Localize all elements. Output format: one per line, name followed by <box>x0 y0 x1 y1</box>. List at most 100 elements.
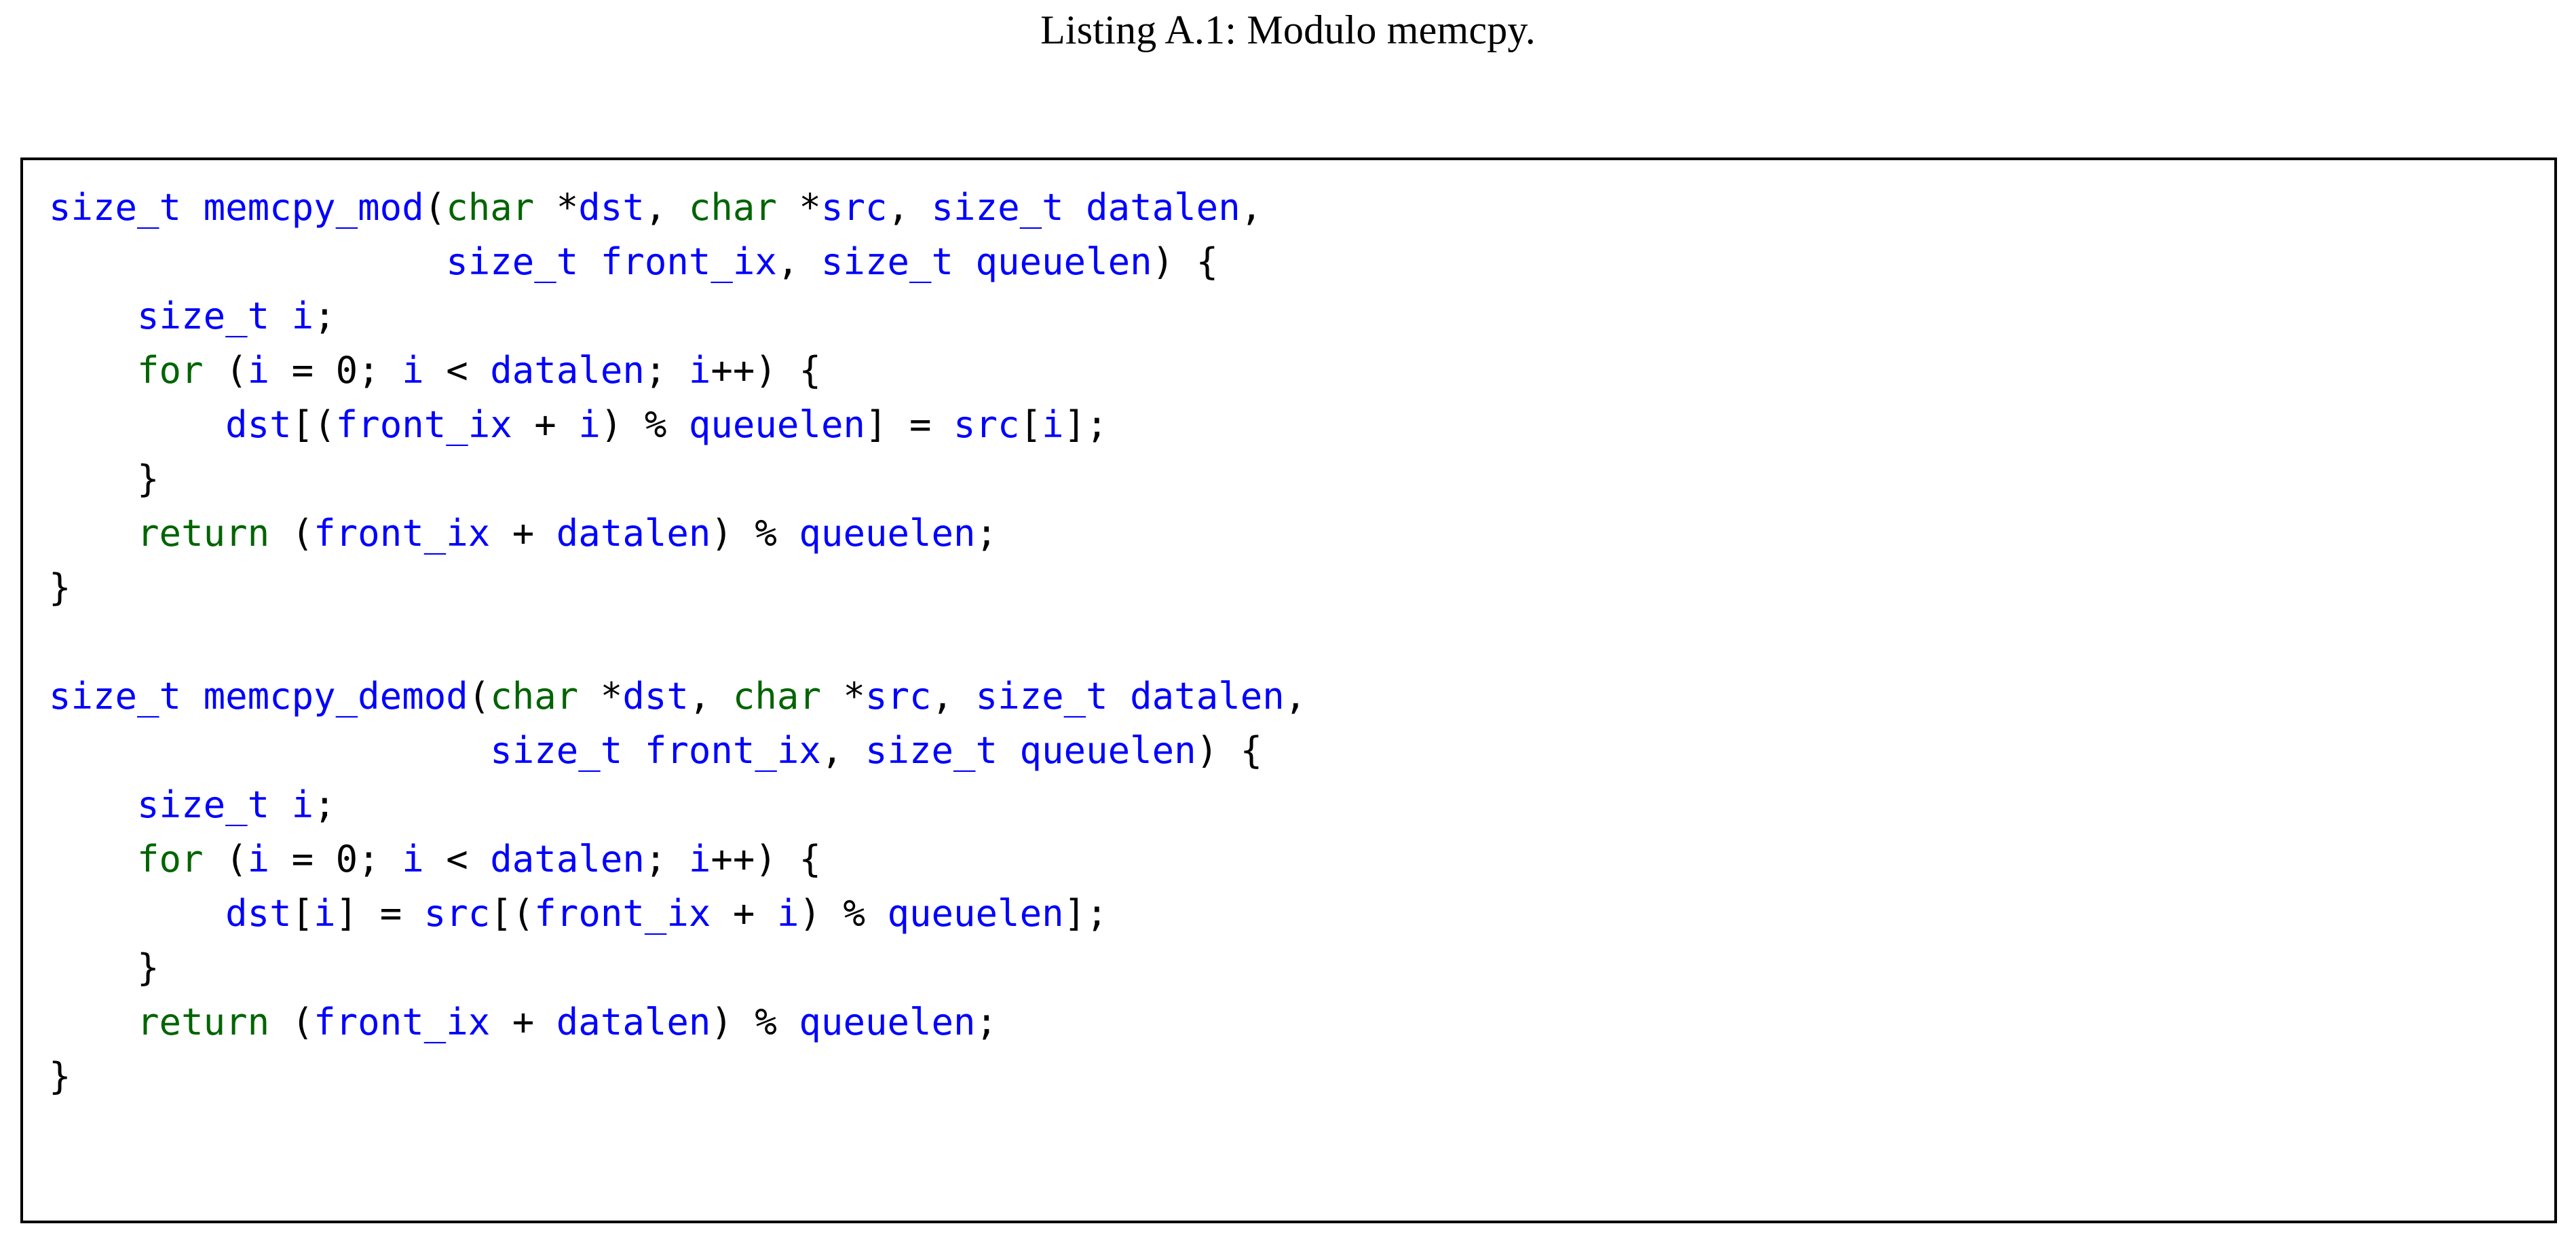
code-token: + <box>490 512 556 555</box>
code-token: i <box>776 892 799 935</box>
code-token: } <box>49 946 159 989</box>
code-line: for (i = 0; i < datalen; i++) { <box>49 343 2554 398</box>
code-token: i <box>688 838 711 880</box>
code-token: ]; <box>1063 403 1108 446</box>
code-token: } <box>49 566 71 609</box>
code-token: ]; <box>1063 892 1108 935</box>
code-token <box>49 240 446 283</box>
code-token: ; <box>314 783 336 826</box>
code-token: i <box>291 295 314 337</box>
code-token: front_ix <box>314 1001 491 1043</box>
code-token: ( <box>423 186 447 229</box>
code-token: queuelen <box>887 892 1064 935</box>
code-token: src <box>820 186 888 229</box>
code-token: * <box>534 186 579 229</box>
code-token: queuelen <box>688 403 865 446</box>
code-token: size_t <box>137 783 270 826</box>
code-token: * <box>820 675 865 718</box>
code-token <box>49 403 225 446</box>
code-token <box>269 783 292 826</box>
code-token: src <box>953 403 1020 446</box>
code-token: i <box>402 838 424 880</box>
code-token: ++) { <box>711 838 821 880</box>
code-token: [( <box>490 892 535 935</box>
code-token: = 0; <box>269 349 402 392</box>
code-token: ; <box>975 1001 998 1043</box>
code-token <box>578 240 601 283</box>
code-token: [ <box>1019 403 1042 446</box>
code-token: ) % <box>600 403 689 446</box>
code-token: char <box>490 675 579 718</box>
code-line: } <box>49 452 2554 506</box>
code-token: [ <box>291 892 314 935</box>
code-token: * <box>578 675 623 718</box>
code-token: memcpy_mod <box>203 186 424 229</box>
code-token: , <box>1240 186 1263 229</box>
code-token: queuelen <box>799 1001 976 1043</box>
code-token: ( <box>269 1001 314 1043</box>
code-token <box>1108 675 1131 718</box>
code-token <box>49 512 137 555</box>
code-line: return (front_ix + datalen) % queuelen; <box>49 995 2554 1049</box>
code-token: ) % <box>799 892 888 935</box>
code-token: i <box>578 403 601 446</box>
code-token: src <box>423 892 491 935</box>
code-token: } <box>49 458 159 500</box>
code-line: dst[i] = src[(front_ix + i) % queuelen]; <box>49 887 2554 941</box>
code-token: datalen <box>490 838 645 880</box>
code-token: front_ix <box>335 403 512 446</box>
code-token: ) { <box>1196 729 1263 772</box>
code-token: ) % <box>711 1001 799 1043</box>
code-token: size_t <box>137 295 270 337</box>
code-token: size_t <box>490 729 623 772</box>
code-line: size_t i; <box>49 778 2554 832</box>
code-token: memcpy_demod <box>203 675 468 718</box>
code-token: front_ix <box>534 892 711 935</box>
code-token <box>49 349 137 392</box>
code-token <box>49 783 137 826</box>
code-token: size_t <box>49 186 182 229</box>
code-token: datalen <box>556 1001 711 1043</box>
code-line: size_t i; <box>49 289 2554 343</box>
code-token: < <box>423 838 491 880</box>
code-line: for (i = 0; i < datalen; i++) { <box>49 832 2554 887</box>
code-listing-frame: size_t memcpy_mod(char *dst, char *src, … <box>20 157 2557 1223</box>
code-token: } <box>49 1055 71 1098</box>
code-token: dst <box>225 403 292 446</box>
code-token: front_ix <box>644 729 821 772</box>
code-line: return (front_ix + datalen) % queuelen; <box>49 506 2554 561</box>
code-token: ; <box>644 349 689 392</box>
code-token <box>49 295 137 337</box>
code-token: ( <box>269 512 314 555</box>
code-token: , <box>820 729 865 772</box>
code-token: queuelen <box>1019 729 1196 772</box>
code-token: [( <box>291 403 336 446</box>
code-token: front_ix <box>600 240 777 283</box>
code-token: ; <box>314 295 336 337</box>
code-line: size_t front_ix, size_t queuelen) { <box>49 235 2554 289</box>
code-token <box>622 729 645 772</box>
code-token: datalen <box>556 512 711 555</box>
code-line: size_t memcpy_demod(char *dst, char *src… <box>49 669 2554 724</box>
code-token: + <box>512 403 579 446</box>
code-token: i <box>291 783 314 826</box>
code-token <box>269 295 292 337</box>
code-token: return <box>137 1001 270 1043</box>
code-token <box>49 1001 137 1043</box>
code-token: datalen <box>1130 675 1285 718</box>
code-token: src <box>865 675 932 718</box>
code-token: ( <box>203 838 248 880</box>
code-token: for <box>137 349 204 392</box>
code-token: , <box>1284 675 1307 718</box>
code-token: size_t <box>446 240 579 283</box>
code-line: dst[(front_ix + i) % queuelen] = src[i]; <box>49 398 2554 452</box>
code-token: + <box>711 892 777 935</box>
code-token <box>1064 186 1086 229</box>
code-token: , <box>931 675 976 718</box>
code-token: , <box>688 675 733 718</box>
code-token: , <box>644 186 689 229</box>
code-token: ( <box>468 675 491 718</box>
code-token: size_t <box>975 675 1108 718</box>
code-token <box>998 729 1020 772</box>
